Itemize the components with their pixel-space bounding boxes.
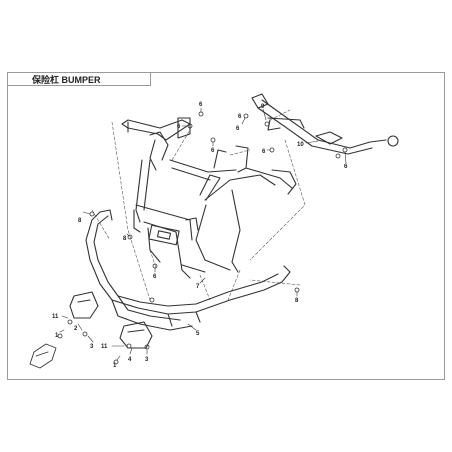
center-frame <box>133 159 276 279</box>
callout-labels: 6 6 6 6 6 9 10 6 6 8 8 8 6 7 11 2 1 3 11… <box>52 102 348 369</box>
callout-11-b: 11 <box>101 344 108 350</box>
right-arm <box>251 93 399 155</box>
callout-6-h: 6 <box>153 274 157 280</box>
bumper-tube <box>85 209 291 331</box>
callout-5: 5 <box>196 331 200 337</box>
callout-3-a: 3 <box>90 344 94 350</box>
callout-11-a: 11 <box>52 314 59 320</box>
callout-1-a: 1 <box>55 333 59 339</box>
callout-6-f: 6 <box>262 149 266 155</box>
callout-2: 2 <box>74 326 78 332</box>
skid-plate-left <box>69 291 99 319</box>
callout-10: 10 <box>297 142 304 148</box>
callout-7: 7 <box>196 284 200 290</box>
fasteners <box>57 111 348 365</box>
callout-3-b: 3 <box>145 357 149 363</box>
callout-8-b: 8 <box>123 236 127 242</box>
callout-6-d: 6 <box>236 126 240 132</box>
diagram-frame <box>7 72 445 380</box>
page-title: 保险杠 BUMPER <box>32 75 101 85</box>
callout-6-c: 6 <box>211 148 215 154</box>
front-bracket <box>29 343 57 369</box>
callout-6-b: 6 <box>177 124 181 130</box>
guide-lines <box>91 109 306 301</box>
callout-6-a: 6 <box>199 102 203 108</box>
skid-plate-right <box>119 321 153 349</box>
callout-4: 4 <box>128 357 132 363</box>
callout-8-c: 8 <box>295 298 299 304</box>
callout-6-g: 6 <box>344 164 348 170</box>
callout-1-b: 1 <box>113 363 117 369</box>
callout-9: 9 <box>261 104 265 110</box>
callout-6-e: 6 <box>238 114 242 120</box>
leader-lines <box>59 107 347 361</box>
title-box <box>7 72 151 86</box>
upper-frame <box>121 117 297 195</box>
callout-8-a: 8 <box>78 218 82 224</box>
